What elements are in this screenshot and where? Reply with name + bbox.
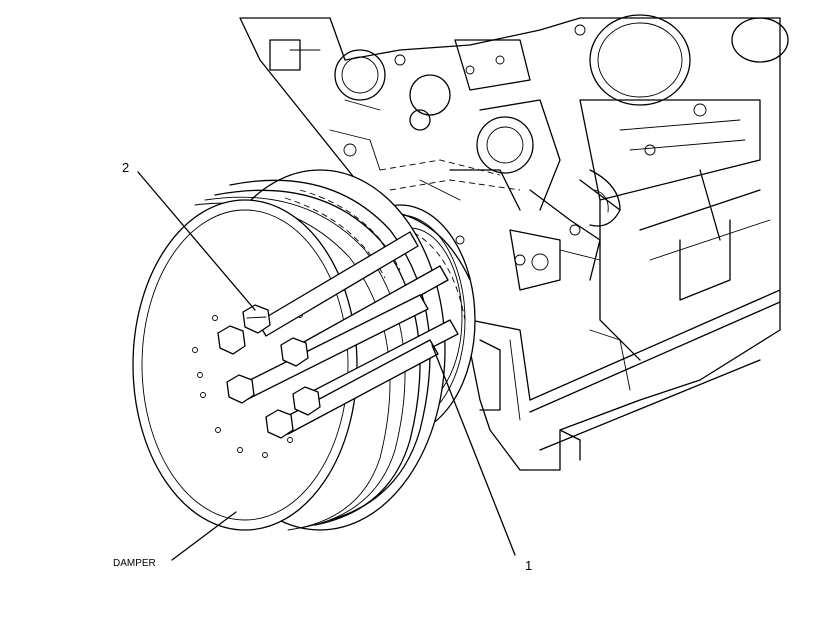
callout-2: 2	[122, 160, 256, 311]
callout-damper: DAMPER	[113, 511, 237, 569]
bolt-head-4	[292, 386, 321, 416]
bolt-head-6	[217, 325, 246, 355]
callout-damper-label: DAMPER	[113, 558, 156, 569]
bolt-head-3	[226, 374, 255, 404]
bolt-head-5	[265, 409, 294, 439]
bolt-head-1	[242, 304, 271, 334]
bolt-head-2	[280, 337, 309, 367]
callout-1-label: 1	[525, 558, 532, 573]
damper-bolt-holes	[192, 312, 303, 458]
callout-1: 1	[431, 344, 532, 573]
callout-2-label: 2	[122, 160, 129, 175]
bolt-shank-1	[257, 231, 419, 337]
damper-bolts	[217, 231, 459, 439]
engine-block	[239, 14, 789, 471]
